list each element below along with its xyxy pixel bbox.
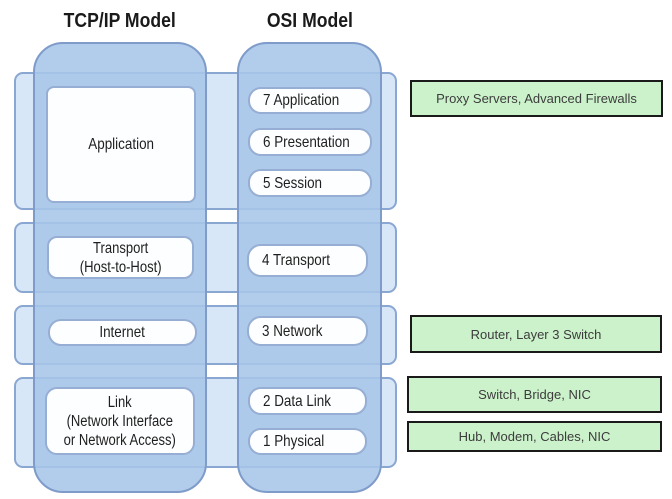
osi-layer-3-label: 3 Network (262, 322, 323, 340)
tcpip-layer-transport: Transport (Host-to-Host) (47, 236, 194, 279)
device-box-network-label: Router, Layer 3 Switch (470, 326, 602, 342)
tcpip-layer-application-label: Application (88, 136, 154, 153)
osi-layer-5-label: 5 Session (263, 174, 323, 192)
tcpip-layer-internet: Internet (48, 319, 197, 346)
osi-model-header-text: OSI Model (266, 9, 353, 32)
osi-layer-7-application: 7 Application (248, 87, 372, 114)
tcpip-layer-internet-label: Internet (99, 324, 146, 341)
device-box-application-label: Proxy Servers, Advanced Firewalls (436, 91, 637, 106)
tcpip-layer-link-label: Link (Network Interface or Network Acces… (63, 393, 177, 449)
osi-layer-7-label: 7 Application (263, 92, 340, 109)
tcpip-layer-link: Link (Network Interface or Network Acces… (45, 387, 195, 455)
osi-model-header: OSI Model (237, 8, 382, 34)
device-box-data-link-label: Switch, Bridge, NIC (478, 387, 591, 402)
osi-layer-6-label: 6 Presentation (263, 133, 350, 151)
osi-layer-1-label: 1 Physical (263, 433, 325, 450)
device-box-data-link-layer: Switch, Bridge, NIC (407, 376, 662, 413)
osi-layer-2-data-link: 2 Data Link (248, 387, 367, 415)
device-box-physical-label: Hub, Modem, Cables, NIC (458, 429, 611, 444)
osi-layer-4-label: 4 Transport (262, 252, 330, 269)
tcpip-layer-application: Application (46, 86, 196, 203)
device-box-physical-layer: Hub, Modem, Cables, NIC (407, 421, 662, 452)
tcpip-model-header-text: TCP/IP Model (63, 9, 177, 32)
device-box-network-layer: Router, Layer 3 Switch (410, 315, 662, 353)
osi-layer-2-label: 2 Data Link (263, 392, 331, 410)
osi-layer-3-network: 3 Network (247, 316, 368, 346)
tcpip-layer-transport-label: Transport (Host-to-Host) (79, 239, 162, 276)
osi-layer-4-transport: 4 Transport (247, 244, 368, 277)
osi-layer-5-session: 5 Session (248, 169, 372, 197)
device-box-application-layer: Proxy Servers, Advanced Firewalls (410, 80, 663, 117)
osi-layer-6-presentation: 6 Presentation (248, 128, 372, 156)
tcpip-model-header: TCP/IP Model (33, 8, 207, 34)
osi-layer-1-physical: 1 Physical (248, 428, 367, 455)
